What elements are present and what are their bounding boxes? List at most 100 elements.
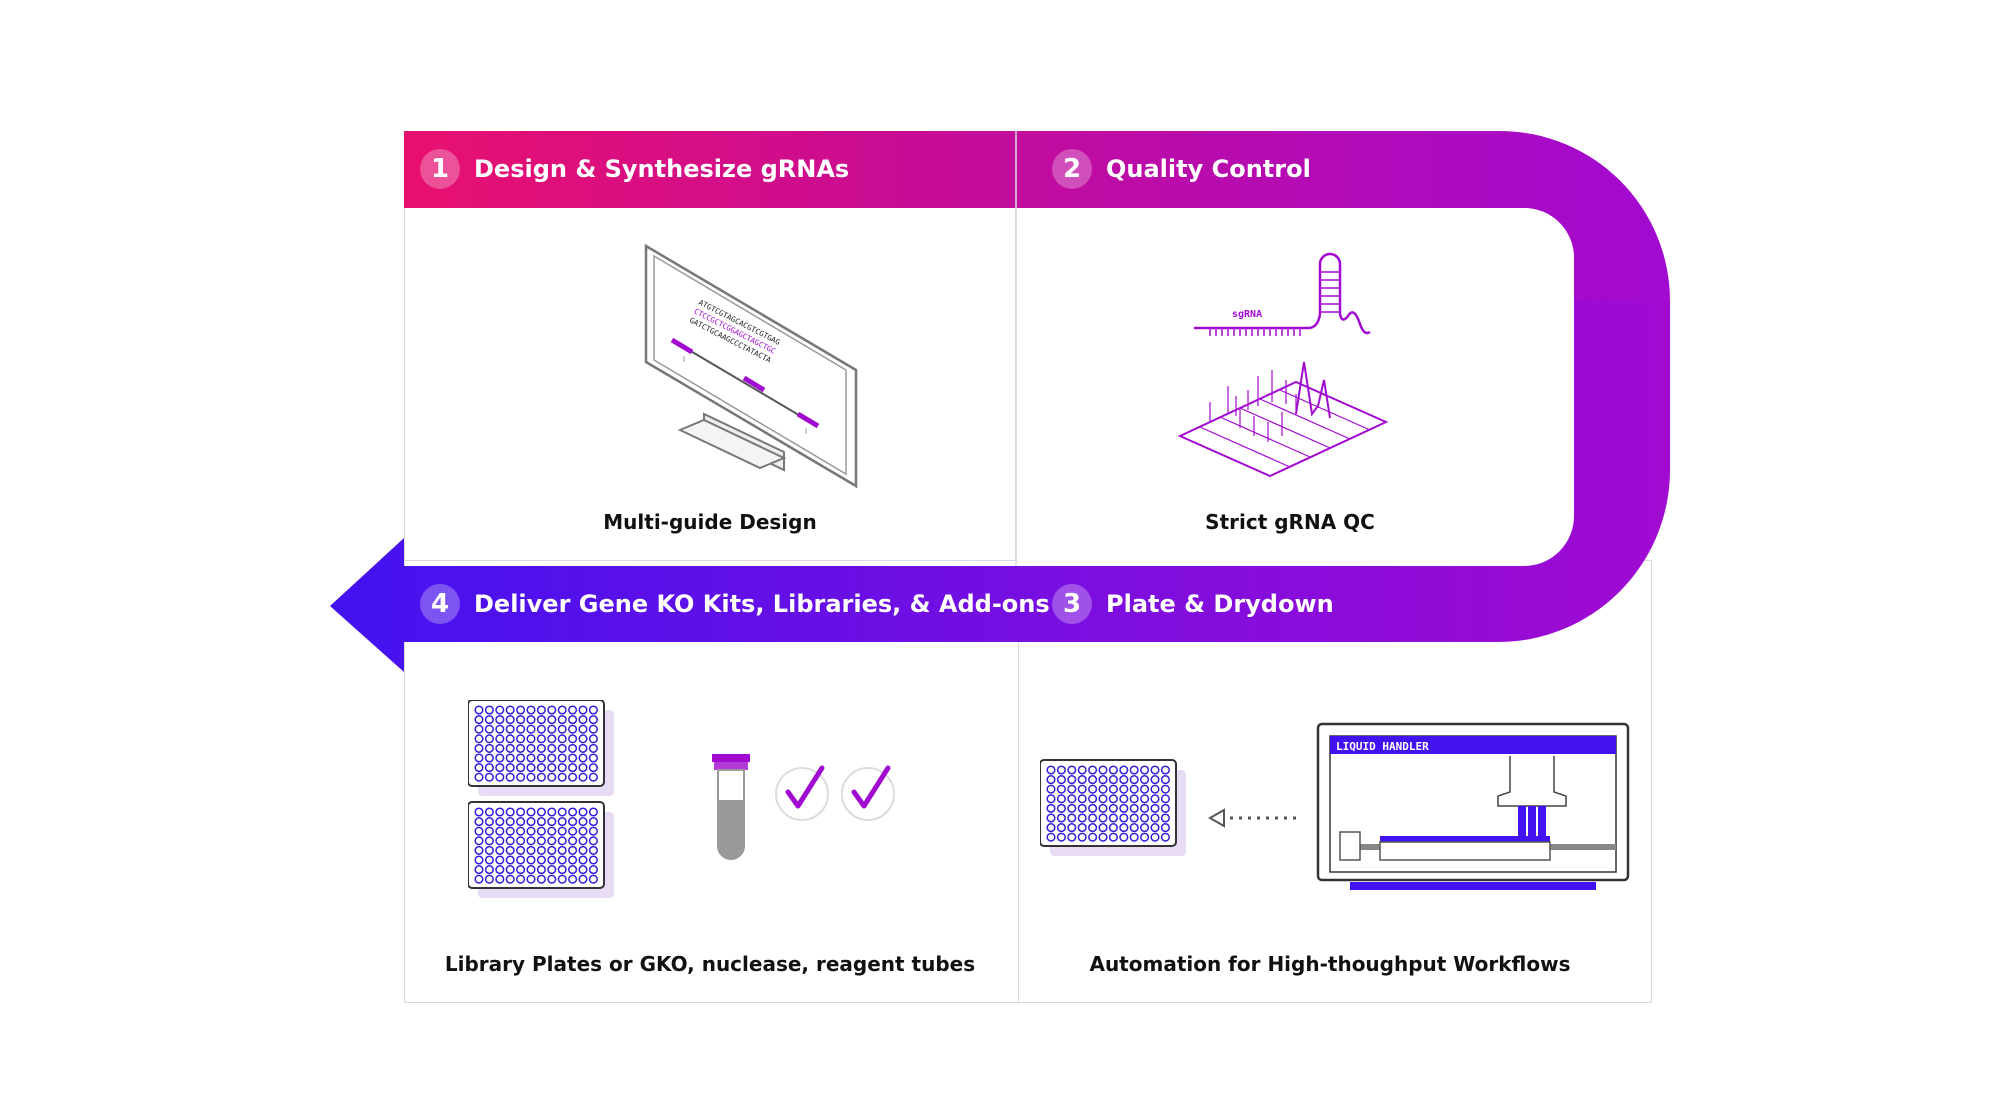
plate-well bbox=[1046, 794, 1056, 804]
plate-well bbox=[536, 826, 546, 836]
plate-well bbox=[1129, 784, 1139, 794]
plate-well bbox=[547, 724, 557, 734]
step-1-title: Design & Synthesize gRNAs bbox=[474, 155, 850, 183]
plate-well bbox=[1140, 794, 1150, 804]
plate-well bbox=[1119, 784, 1129, 794]
plate-well bbox=[474, 865, 484, 875]
step-3-title: Plate & Drydown bbox=[1106, 590, 1334, 618]
plate-well bbox=[505, 724, 515, 734]
plate-well bbox=[578, 836, 588, 846]
plate-well bbox=[526, 865, 536, 875]
plate-well bbox=[516, 715, 526, 725]
plate-well bbox=[1160, 765, 1170, 775]
plate-well bbox=[536, 865, 546, 875]
plate-well bbox=[516, 855, 526, 865]
plate-well bbox=[588, 826, 598, 836]
plate-well bbox=[1108, 803, 1118, 813]
step-3-number: 3 bbox=[1052, 584, 1092, 624]
plate-well bbox=[484, 763, 494, 773]
plate-well bbox=[578, 763, 588, 773]
plate-well bbox=[557, 705, 567, 715]
step-2-title: Quality Control bbox=[1106, 155, 1311, 183]
plate-well bbox=[568, 807, 578, 817]
plate-well bbox=[1098, 832, 1108, 842]
plate-well bbox=[1119, 823, 1129, 833]
plate-well bbox=[495, 763, 505, 773]
plate-well bbox=[1088, 775, 1098, 785]
plate-well bbox=[495, 817, 505, 827]
plate-well bbox=[474, 724, 484, 734]
plate-well bbox=[484, 705, 494, 715]
step-4-title: Deliver Gene KO Kits, Libraries, & Add-o… bbox=[474, 590, 1050, 618]
chromatogram-icon bbox=[1177, 361, 1389, 478]
plate-well bbox=[588, 753, 598, 763]
plate-well bbox=[547, 734, 557, 744]
plate-well bbox=[516, 724, 526, 734]
plate-well bbox=[547, 753, 557, 763]
plate-well bbox=[568, 763, 578, 773]
plate-well bbox=[1140, 784, 1150, 794]
plate-well bbox=[1150, 784, 1160, 794]
plate-well bbox=[526, 826, 536, 836]
plate-well bbox=[484, 826, 494, 836]
plate-well bbox=[484, 734, 494, 744]
plate-well bbox=[1140, 823, 1150, 833]
plate-well bbox=[557, 715, 567, 725]
checkmark-icon bbox=[775, 765, 829, 821]
plate-well bbox=[1077, 813, 1087, 823]
plate-well bbox=[1098, 794, 1108, 804]
plate-well bbox=[536, 874, 546, 884]
deliver-illustration bbox=[468, 700, 895, 898]
plate-well bbox=[1129, 832, 1139, 842]
plate-well bbox=[1067, 823, 1077, 833]
plate-well bbox=[1108, 832, 1118, 842]
plate-well bbox=[474, 763, 484, 773]
plate-well bbox=[1119, 813, 1129, 823]
plate-well bbox=[568, 734, 578, 744]
plate-well bbox=[1098, 765, 1108, 775]
step-4-number: 4 bbox=[420, 584, 460, 624]
plate-well bbox=[588, 855, 598, 865]
plate-well bbox=[1056, 803, 1066, 813]
plate-well bbox=[484, 715, 494, 725]
plate-well bbox=[536, 763, 546, 773]
plate-well bbox=[484, 807, 494, 817]
plate-well bbox=[557, 734, 567, 744]
plate-well bbox=[1088, 832, 1098, 842]
step-2-number: 2 bbox=[1052, 149, 1092, 189]
step-2-banner: 2 Quality Control bbox=[1052, 149, 1311, 189]
plate-well bbox=[568, 724, 578, 734]
plate-well bbox=[505, 734, 515, 744]
plate-well bbox=[1088, 803, 1098, 813]
plate-well bbox=[536, 715, 546, 725]
plate-well bbox=[495, 772, 505, 782]
plate-well bbox=[484, 845, 494, 855]
plate-well bbox=[1046, 784, 1056, 794]
step-1-caption: Multi-guide Design bbox=[603, 510, 817, 534]
plate-well bbox=[1088, 765, 1098, 775]
plate-well bbox=[1098, 784, 1108, 794]
plate-well bbox=[536, 817, 546, 827]
plate-well bbox=[1160, 813, 1170, 823]
plate-well bbox=[505, 772, 515, 782]
top-band bbox=[404, 131, 1670, 380]
plate-well bbox=[495, 743, 505, 753]
plate-well bbox=[495, 734, 505, 744]
plate-well bbox=[1077, 765, 1087, 775]
plate-well bbox=[588, 845, 598, 855]
step-2-caption: Strict gRNA QC bbox=[1205, 510, 1375, 534]
plate-well bbox=[1119, 794, 1129, 804]
plate-well bbox=[1129, 775, 1139, 785]
plate-well bbox=[557, 772, 567, 782]
plate-well bbox=[474, 734, 484, 744]
plate-well bbox=[516, 734, 526, 744]
step-4-banner: 4 Deliver Gene KO Kits, Libraries, & Add… bbox=[420, 584, 1050, 624]
plate-well bbox=[1056, 832, 1066, 842]
plate-well bbox=[526, 836, 536, 846]
plate-well bbox=[588, 715, 598, 725]
plate-well bbox=[547, 705, 557, 715]
plate-well bbox=[578, 743, 588, 753]
plate-well bbox=[547, 826, 557, 836]
plate-well bbox=[557, 753, 567, 763]
plate-well bbox=[484, 724, 494, 734]
